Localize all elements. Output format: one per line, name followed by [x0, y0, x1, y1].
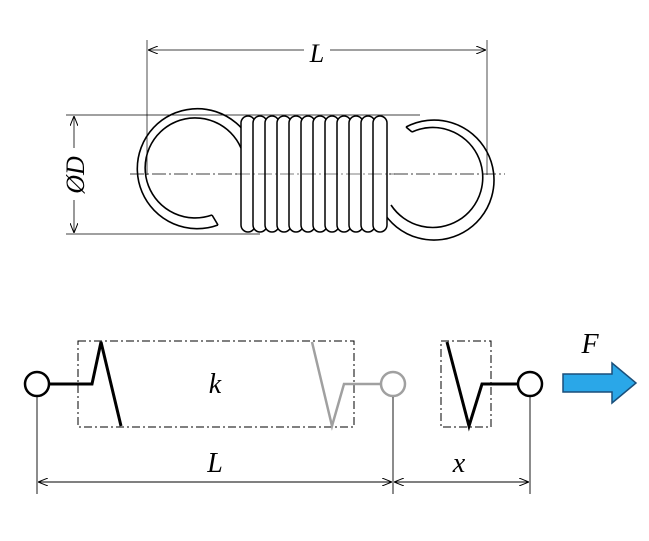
right-hook: [381, 119, 495, 241]
right-arrow-icon: [562, 361, 638, 405]
force-label: F: [580, 329, 599, 360]
displacement-label: x: [452, 448, 466, 479]
original-end-node: [379, 370, 407, 398]
spring-drawing: L ØD: [60, 38, 505, 241]
spring-zigzag-start: [49, 341, 123, 427]
diameter-label: ØD: [61, 156, 90, 195]
stiffness-label: k: [209, 369, 222, 400]
fixed-end-node: [23, 370, 51, 398]
spring-element-box: [77, 340, 355, 428]
spring-zigzag-displaced: [445, 341, 518, 432]
spring-schematic: k F L x: [23, 329, 638, 494]
length-label-top: L: [309, 39, 324, 68]
displaced-end-node: [516, 370, 544, 398]
length-label-bottom: L: [206, 448, 223, 479]
left-hook: [136, 107, 251, 230]
spring-zigzag-end-ghost: [310, 341, 382, 431]
